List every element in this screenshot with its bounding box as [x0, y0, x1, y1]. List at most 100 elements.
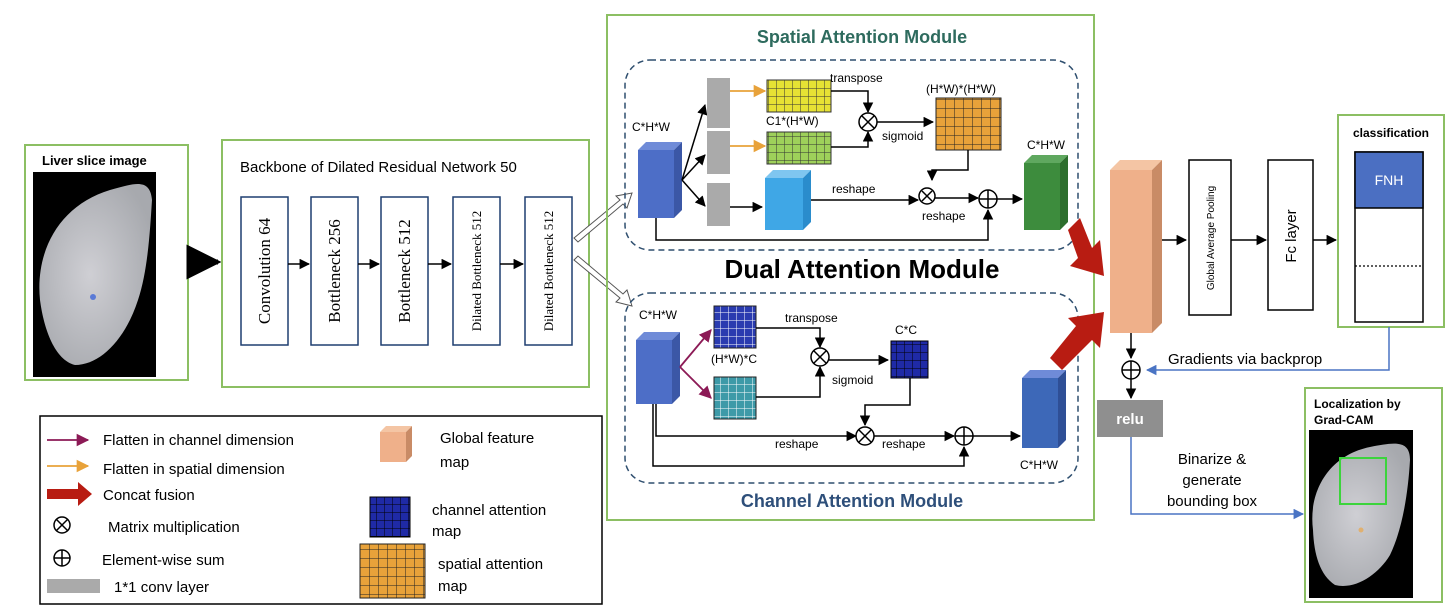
channel-attention-map [890, 340, 929, 379]
legend-channel-attention-2: map [432, 523, 461, 540]
channel-sigmoid-label: sigmoid [832, 373, 873, 387]
legend-flatten-spatial: Flatten in spatial dimension [103, 461, 285, 478]
binarize-label-3: bounding box [1167, 493, 1258, 510]
legend-global-feature-1: Global feature [440, 430, 534, 447]
conv64-label: Convolution 64 [255, 217, 274, 324]
legend-concat: Concat fusion [103, 487, 195, 504]
channel-attention-module: C*H*W (H*W)*C transpose sigmoid C*C resh… [624, 292, 1079, 484]
spatial-attention-label: (H*W)*(H*W) [926, 82, 996, 96]
gap-label: Global Average Pooling [1206, 186, 1217, 290]
legend-channel-attention-1: channel attention [432, 502, 546, 519]
spatial-output-cube [1024, 155, 1068, 230]
conv64-block [240, 196, 289, 346]
legend-conv: 1*1 conv layer [114, 579, 209, 596]
spatial-input-cube [638, 142, 682, 218]
legend-conv-symbol [47, 579, 100, 593]
fc-layer-label: Fc layer [1283, 209, 1300, 262]
dilated-bottleneck-1-block [452, 196, 501, 346]
legend-matmul: Matrix multiplication [108, 519, 240, 536]
channel-map-teal [713, 376, 757, 420]
channel-output-label: C*H*W [1020, 458, 1059, 472]
localization-title-1: Localization by [1314, 397, 1401, 411]
channel-matmul-op [810, 347, 830, 367]
channel-sum-op [954, 426, 974, 446]
legend-matmul-icon [53, 516, 71, 534]
legend-global-feature-2: map [440, 454, 469, 471]
grad-sum-op [1121, 360, 1141, 380]
bottleneck256-block [310, 196, 359, 346]
spatial-value-cube [765, 170, 811, 230]
channel-input-label: C*H*W [639, 308, 678, 322]
gradients-arrow [1145, 327, 1390, 376]
backbone-panel: Backbone of Dilated Residual Network 50 … [221, 139, 590, 388]
channel-matmul-op-2 [855, 426, 875, 446]
classification-title: classification [1353, 126, 1429, 140]
bottleneck512-block [380, 196, 429, 346]
classification-panel: classification FNH [1337, 114, 1445, 328]
channel-map-label: (H*W)*C [711, 352, 757, 366]
gradients-label: Gradients via backprop [1168, 351, 1322, 368]
spatial-matmul-op [858, 112, 878, 132]
localization-title-2: Grad-CAM [1314, 413, 1373, 427]
fc-layer-block [1267, 159, 1314, 311]
legend-channel-attention-symbol [369, 496, 411, 538]
spatial-map-label: C1*(H*W) [766, 114, 819, 128]
backbone-title: Backbone of Dilated Residual Network 50 [240, 159, 517, 176]
legend-flatten-channel: Flatten in channel dimension [103, 432, 294, 449]
spatial-module-title: Spatial Attention Module [757, 27, 967, 47]
split-arrows [573, 192, 633, 307]
spatial-matmul-op-2 [918, 187, 936, 205]
input-panel: Liver slice image [24, 144, 189, 381]
binarize-label-2: generate [1182, 472, 1241, 489]
bottleneck512-label: Bottleneck 512 [395, 219, 414, 322]
binarize-label-1: Binarize & [1178, 451, 1246, 468]
spatial-sum-op [978, 189, 998, 209]
spatial-reshape-label-1: reshape [832, 182, 876, 196]
legend-panel: Flatten in channel dimension Flatten in … [39, 415, 603, 605]
dilated-bottleneck-1-label: Dilated Bottleneck 512 [469, 211, 484, 332]
channel-reshape-label-2: reshape [882, 437, 926, 451]
relu-label: relu [1116, 411, 1144, 428]
conv1x1-bar-2 [707, 131, 730, 174]
legend-spatial-attention-2: map [438, 578, 467, 595]
channel-map-blue [713, 305, 757, 349]
fnh-class-cell [1354, 151, 1424, 209]
legend-sum-icon [53, 549, 71, 567]
dilated-bottleneck-2-block [524, 196, 573, 346]
relu-block [1097, 400, 1163, 437]
binarize-arrow [1130, 437, 1305, 520]
channel-module-title: Channel Attention Module [741, 491, 963, 511]
spatial-attention-module: C*H*W C1*(H*W) transpose [624, 59, 1079, 251]
spatial-attention-map [935, 97, 1002, 151]
legend-spatial-attention-symbol [359, 543, 426, 599]
legend-global-feature-cube [380, 426, 412, 462]
conv1x1-bar-1 [707, 78, 730, 128]
dilated-bottleneck-2-label: Dilated Bottleneck 512 [541, 211, 556, 332]
dual-module-title: Dual Attention Module [725, 254, 1000, 284]
fnh-class-label: FNH [1375, 172, 1404, 188]
global-average-pooling-block [1188, 159, 1232, 316]
spatial-output-label: C*H*W [1027, 138, 1066, 152]
spatial-sigmoid-label: sigmoid [882, 129, 923, 143]
legend-elementwise: Element-wise sum [102, 552, 225, 569]
spatial-map-green [766, 131, 832, 165]
spatial-reshape-label-2: reshape [922, 209, 966, 223]
concat-fusion-arrows [1050, 218, 1104, 370]
localization-panel: Localization by Grad-CAM [1304, 387, 1443, 603]
channel-reshape-label-1: reshape [775, 437, 819, 451]
channel-output-cube [1022, 370, 1066, 448]
conv1x1-bar-3 [707, 183, 730, 226]
channel-attention-label: C*C [895, 323, 917, 337]
legend-concat-symbol [47, 482, 92, 506]
spatial-transpose-label: transpose [830, 71, 883, 85]
gradcam-image [1309, 430, 1413, 598]
spatial-input-label: C*H*W [632, 120, 671, 134]
spatial-map-yellow [766, 79, 832, 113]
bounding-box [1339, 457, 1387, 505]
bottleneck256-label: Bottleneck 256 [325, 219, 344, 322]
input-panel-title: Liver slice image [42, 153, 147, 168]
channel-transpose-label: transpose [785, 311, 838, 325]
legend-spatial-attention-1: spatial attention [438, 556, 543, 573]
global-feature-map-cube [1110, 160, 1162, 333]
